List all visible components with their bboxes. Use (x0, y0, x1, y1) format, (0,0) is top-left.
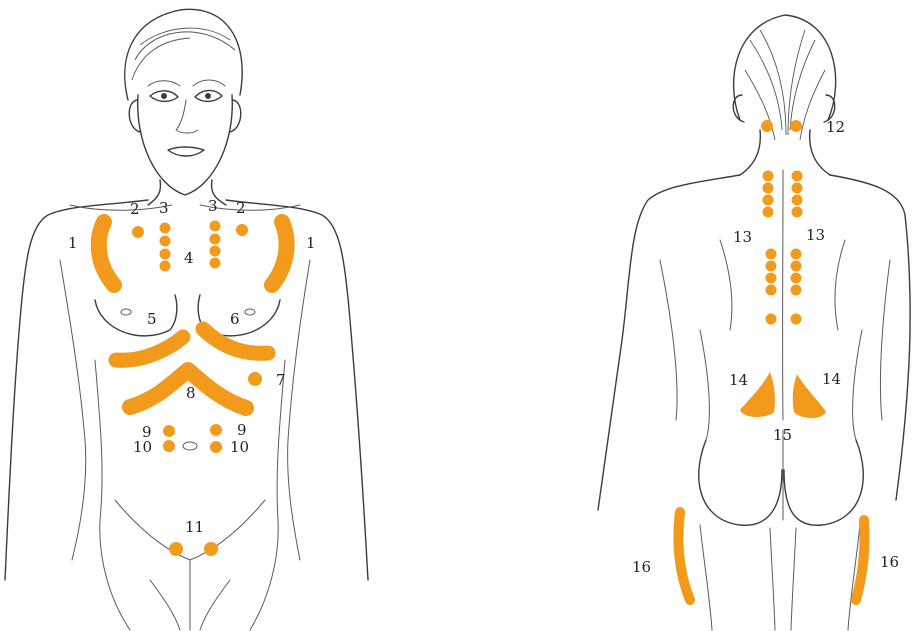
point-3-left-mark-a (160, 223, 171, 234)
point-9-right-mark (210, 424, 222, 436)
point-1-right-mark (272, 222, 287, 285)
point-5-mark (116, 337, 183, 360)
point-3-right-mark-a (210, 221, 221, 232)
point-13-right-mark-g (791, 273, 802, 284)
point-13-left-mark-c (763, 195, 774, 206)
point-12-right-mark (790, 120, 802, 132)
label-3-right: 3 (208, 197, 218, 215)
point-13-left-mark-e (766, 249, 777, 260)
point-4-left-mark-b (160, 261, 171, 272)
point-13-right-mark-e (791, 249, 802, 260)
point-3-left-mark-b (160, 236, 171, 247)
label-2-left: 2 (130, 200, 140, 218)
point-4-right-mark-a (210, 246, 221, 257)
point-9-left-mark (163, 425, 175, 437)
label-14-right: 14 (822, 370, 841, 388)
label-16-right: 16 (880, 553, 899, 571)
label-5: 5 (147, 310, 157, 328)
label-16-left: 16 (632, 558, 651, 576)
label-4: 4 (184, 249, 194, 267)
point-4-right-mark-b (210, 258, 221, 269)
front-body-sketch (5, 9, 368, 630)
point-13-right-mark-h (791, 285, 802, 296)
point-2-right-mark (236, 224, 248, 236)
point-11-right-mark (204, 542, 218, 556)
point-10-left-mark (163, 440, 175, 452)
label-2-right: 2 (236, 199, 246, 217)
point-13-left-mark-a (763, 171, 774, 182)
label-12: 12 (826, 118, 845, 136)
point-6-mark (203, 329, 268, 353)
label-1-right: 1 (306, 234, 316, 252)
label-6: 6 (230, 310, 240, 328)
label-3-left: 3 (159, 199, 169, 217)
point-13-left-mark-f (766, 261, 777, 272)
label-14-left: 14 (729, 371, 748, 389)
point-2-left-mark (132, 226, 144, 238)
back-markers (678, 120, 864, 600)
point-13-left-mark-h (766, 285, 777, 296)
label-15: 15 (773, 426, 792, 444)
label-13-left: 13 (733, 228, 752, 246)
point-3-right-mark-b (210, 234, 221, 245)
point-16-right-mark (856, 520, 865, 600)
point-13-right-mark-a (792, 171, 803, 182)
point-1-left-mark (99, 222, 114, 285)
point-14-right-mark (793, 374, 826, 418)
point-11-left-mark (169, 542, 183, 556)
point-16-left-mark (678, 512, 690, 600)
label-13-right: 13 (806, 226, 825, 244)
point-13-left-mark-i (766, 314, 777, 325)
label-10-right: 10 (230, 438, 249, 456)
point-13-right-mark-b (792, 183, 803, 194)
point-13-right-mark-d (792, 207, 803, 218)
point-10-right-mark (210, 441, 222, 453)
label-10-left: 10 (133, 438, 152, 456)
label-8: 8 (186, 384, 196, 402)
point-13-right-mark-c (792, 195, 803, 206)
label-9-right: 9 (237, 421, 247, 439)
point-13-right-mark-i (791, 314, 802, 325)
point-13-right-mark-f (791, 261, 802, 272)
point-7-mark (248, 372, 262, 386)
label-1-left: 1 (68, 234, 78, 252)
label-7: 7 (276, 371, 286, 389)
point-13-left-mark-d (763, 207, 774, 218)
label-11: 11 (185, 518, 204, 536)
point-13-left-mark-g (766, 273, 777, 284)
point-12-left-mark (761, 120, 773, 132)
point-13-left-mark-b (763, 183, 774, 194)
point-4-left-mark-a (160, 249, 171, 260)
